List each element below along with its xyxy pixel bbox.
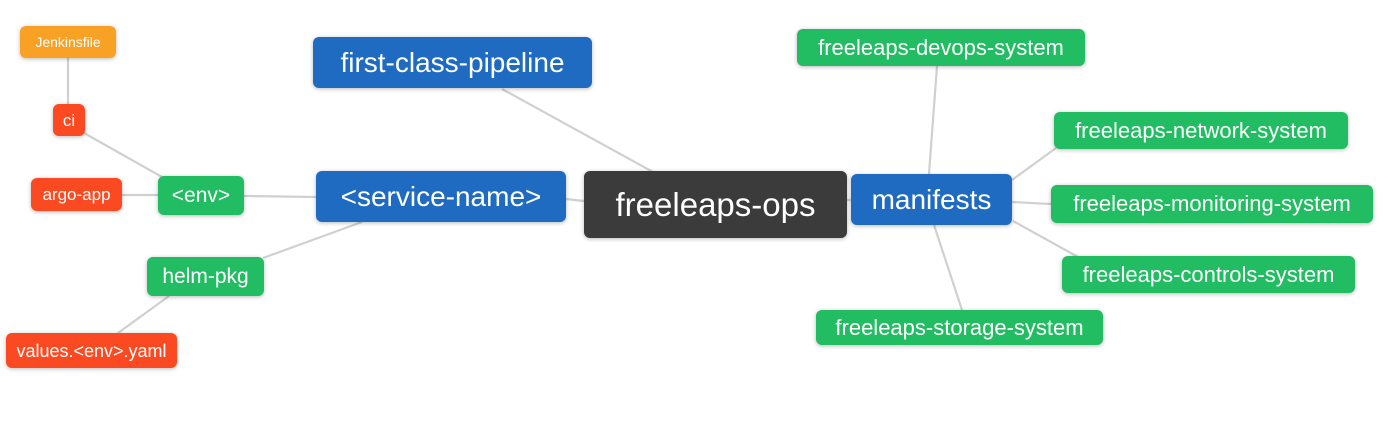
mindmap-node-devops-system[interactable]: freeleaps-devops-system	[797, 29, 1085, 66]
edge-manifests-to-storage-system	[932, 224, 964, 311]
edge-env-to-service-name	[243, 194, 317, 199]
mindmap-node-jenkinsfile[interactable]: Jenkinsfile	[20, 26, 116, 58]
edge-values-env-yaml-to-helm-pkg	[117, 295, 170, 334]
edge-manifests-to-devops-system	[927, 65, 939, 175]
mindmap-node-argo-app[interactable]: argo-app	[31, 178, 122, 211]
mindmap-node-first-class-pipeline[interactable]: first-class-pipeline	[313, 37, 592, 88]
mindmap-node-manifests[interactable]: manifests	[851, 174, 1012, 225]
edge-first-class-pipeline-to-freeleaps-ops	[501, 88, 654, 173]
edge-ci-to-env	[83, 132, 163, 178]
mindmap-node-helm-pkg[interactable]: helm-pkg	[147, 257, 264, 296]
edge-manifests-to-controls-system	[1012, 220, 1079, 258]
edge-manifests-to-network-system	[1011, 147, 1057, 181]
mindmap-node-storage-system[interactable]: freeleaps-storage-system	[816, 310, 1103, 345]
mindmap-node-controls-system[interactable]: freeleaps-controls-system	[1062, 256, 1355, 293]
mindmap-node-service-name[interactable]: <service-name>	[316, 171, 566, 222]
mindmap-node-monitoring-system[interactable]: freeleaps-monitoring-system	[1051, 185, 1373, 223]
mindmap-node-freeleaps-ops[interactable]: freeleaps-ops	[584, 171, 847, 238]
edge-helm-pkg-to-service-name	[262, 220, 363, 260]
edge-service-name-to-freeleaps-ops	[565, 197, 585, 203]
mindmap-node-values-env-yaml[interactable]: values.<env>.yaml	[6, 333, 177, 368]
mindmap-node-env[interactable]: <env>	[158, 176, 244, 215]
edge-manifests-to-monitoring-system	[1011, 200, 1052, 206]
mindmap-node-ci[interactable]: ci	[53, 104, 85, 136]
mindmap-node-network-system[interactable]: freeleaps-network-system	[1054, 112, 1348, 149]
